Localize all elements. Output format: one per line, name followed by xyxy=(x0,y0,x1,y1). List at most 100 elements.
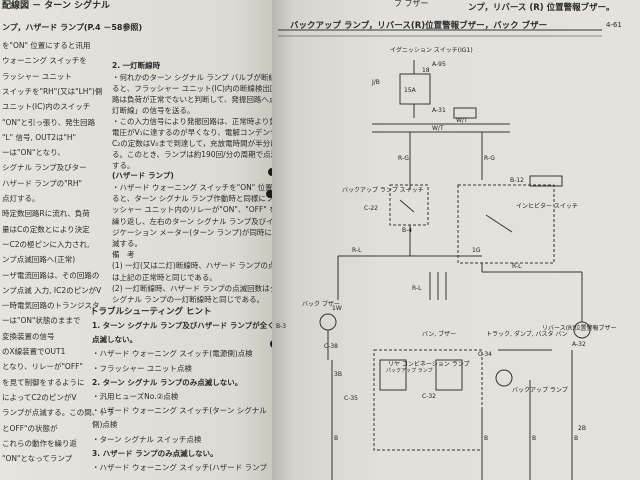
left-page: 配線図 － ターン シグナル ンプ，ハザード ランプ(P.4 －58参照) を"… xyxy=(0,0,276,480)
connector-b4: B-4 xyxy=(402,227,412,234)
hazard-line: 繰り返し、左右のターン シグナル ランプ及びイン xyxy=(112,216,276,226)
sec2-line: C₂の定数はV₀まで到達して，充放電時間が半分にな xyxy=(112,139,276,148)
wire-label: B xyxy=(574,435,578,442)
col1-line: ラッシャー ユニット xyxy=(2,71,80,81)
connector-a95: A-95 xyxy=(432,61,446,68)
wire-label: 1W xyxy=(332,305,342,312)
wire-label: B xyxy=(484,435,488,442)
connector-b3: B-3 xyxy=(276,323,286,330)
backup-lamp-switch-label: バックアップ ランプ スイッチ xyxy=(342,187,424,194)
col1-line: 時定数回路Rに流れ、負荷 xyxy=(2,209,90,219)
trouble-line: ・ターン シグナル スイッチ点検 xyxy=(92,434,202,444)
col1-line: 一時電気回路のトランジスタ xyxy=(2,301,100,311)
connector-c22: C-22 xyxy=(364,205,378,212)
trouble-line: 3. ハザード ランプのみ点滅しない。 xyxy=(92,448,218,458)
connector-a32: A-32 xyxy=(572,341,586,348)
col1-line: を"ON" 位置にすると讯用 xyxy=(2,41,91,50)
sec2-line: ・何れかのターン シグナル ランプ バルブが断線す xyxy=(112,73,276,82)
page-number: 4-61 xyxy=(606,21,622,29)
col1-line: "ON"となってランプ xyxy=(2,454,73,464)
connector-c34: C-34 xyxy=(478,351,492,358)
left-page-header: 配線図 － ターン シグナル xyxy=(2,1,110,11)
backup-lamp-label-2: バックアップ ランプ xyxy=(512,387,568,394)
connector-a31: A-31 xyxy=(432,107,446,114)
wire-label: W/T xyxy=(432,125,444,132)
col1-line: 量はCの定数とにより決定 xyxy=(2,224,90,234)
wire-label: R-G xyxy=(398,155,409,162)
trouble-line: ・ハザード ウォーニング スイッチ(電源側)点検 xyxy=(92,349,253,359)
sec2-line: ・この入力信号により発振回路は、正常時より負荷 xyxy=(112,117,276,126)
sec2-line: 灯断線」の信号を送る。 xyxy=(112,106,195,115)
sec2-line: 路は負荷が正常でないと判断して、発振回路へ点 xyxy=(112,95,276,104)
trouble-line: ・汎用ヒューズNo.②点検 xyxy=(92,392,179,401)
right-page-header-top: ブ ブザー xyxy=(394,0,429,8)
col1-line: ーは"ON"状態のままで xyxy=(2,316,81,326)
fuse-value: 15A xyxy=(404,87,417,94)
wire-label: 1G xyxy=(472,247,481,254)
wire-label: 3B xyxy=(334,371,342,378)
col1-line: スイッチを"RH"(又は"LH")側 xyxy=(2,86,103,96)
trouble-line: ・ハザード ウォーニング スイッチ(ターン シグナル xyxy=(92,406,267,416)
back-buzzer-label: バック ブザー xyxy=(302,300,340,308)
ignition-switch-label: イグニッション スイッチ(IG1) xyxy=(390,46,473,54)
junction-block-label: J/B xyxy=(371,79,380,86)
col1-line: ーザ電流回路は、その回路の xyxy=(2,270,100,280)
col1-line: "ON"と引っ張り、発生回路 xyxy=(2,117,96,127)
col1-line: となり、リレーが"OFF" xyxy=(2,362,83,372)
diagram-title: バックアップ ランプ，リバース(R)位置警報ブザー，バック ブザー xyxy=(290,21,548,31)
section-2-heading: 2. 一灯断線時 xyxy=(112,61,161,70)
trouble-line: 点滅しない。 xyxy=(92,335,137,345)
sec2-line: る。このとき、ランプは約190回/分の周期で点滅 xyxy=(112,150,276,159)
sec2-line: ると、フラッシャー ユニット(IC)内の断線検出回 xyxy=(112,84,276,93)
hazard-line: 滅する。 xyxy=(112,239,142,248)
left-page-subheader: ンプ，ハザード ランプ(P.4 －58参照) xyxy=(2,23,143,32)
binder-hole xyxy=(266,190,274,198)
trouble-line: 側)点検 xyxy=(92,420,118,430)
col1-line: ンプ点滅 入力, IC2のピンがV xyxy=(2,285,102,295)
hazard-line: ッシャー ユニット内のリレーが"ON"、"OFF" を xyxy=(112,205,276,215)
col1-line: これらの動作を繰り返 xyxy=(2,438,77,448)
troubleshooting-heading: トラブルシューティング ヒント xyxy=(90,307,212,317)
van-buzzer-label: バン, ブザー xyxy=(422,330,456,338)
col1-line: のX線装置でOUT1 xyxy=(2,347,66,356)
hazard-line: 備 考 xyxy=(112,250,135,260)
col1-line: を見て制御をするように xyxy=(2,377,85,387)
connector-c32: C-32 xyxy=(422,393,436,400)
col1-line: シグナル ランプ及びター xyxy=(2,163,87,173)
right-page-header: ンプ，リバース (R) 位置警報ブザー。 xyxy=(468,3,615,13)
hazard-heading: (ハザード ランプ) xyxy=(112,171,174,180)
col1-line: とOFF"の状態が xyxy=(2,423,58,433)
col1-line: によってC2のピンがV xyxy=(2,392,77,402)
col1-line: ユニット(IC)内のスイッチ xyxy=(2,102,91,112)
rear-combination-lamp-label: リヤ コンビネーション ランプ xyxy=(388,360,470,368)
reverse-buzzer-label: リバース(R)位置警報ブザー xyxy=(542,324,617,332)
wire-label: R-G xyxy=(484,155,495,162)
hazard-line: ると、ターン シグナル ランプ作動時と同様にフラ xyxy=(112,194,276,204)
backup-lamp-label: パックアップ ランプ xyxy=(386,368,432,374)
wire-label: R-L xyxy=(412,285,422,292)
col1-line: ーは"ON"となり、 xyxy=(2,148,65,158)
hazard-line: シグナル ランプの一灯断線時と同じである。 xyxy=(112,295,265,304)
hazard-line: は上記の正常時と同じである。 xyxy=(112,272,217,282)
wire-label: B xyxy=(334,435,338,442)
trouble-line: ・ハザード ウォーニング スイッチ(ハザード ランプ xyxy=(92,463,267,472)
col1-line: ンプ点滅回路へ(正常) xyxy=(2,255,76,265)
sec2-line: する。 xyxy=(112,161,135,170)
connector-c35: C-35 xyxy=(344,395,358,402)
col1-line: ーC2の極ピンに入力され, xyxy=(2,239,90,249)
wire-label: W/T xyxy=(456,117,468,124)
wire-label: R-L xyxy=(512,263,522,270)
hazard-line: ・ハザード ウォーニング スイッチを"ON" 位置にす xyxy=(112,183,276,192)
col1-line: 点灯する。 xyxy=(2,194,40,203)
wire-label: B xyxy=(532,435,536,442)
hazard-line: ジケーション メーター(ターン ランプ)が同時に点 xyxy=(112,227,276,237)
hazard-line: (2) 一灯断線時、ハザード ランプの点滅回数はターン xyxy=(112,283,276,293)
connector-b12: B-12 xyxy=(510,177,524,184)
hazard-line: (1) 一灯(又は二灯)断線時、ハザード ランプの点滅回数 xyxy=(112,261,276,271)
col1-line: ランプが点滅する。この間、トラ xyxy=(2,408,115,418)
col1-line: ハザード ランプの"RH" xyxy=(2,178,82,188)
inhibitor-switch-label: インヒビター スイッチ xyxy=(516,202,578,210)
wire-label: 2B xyxy=(578,425,586,432)
trouble-line: 2. ターン シグナル ランプのみ点滅しない。 xyxy=(92,377,243,387)
sec2-line: 電圧がV₁に達するのが早くなり、電解コンデンサー xyxy=(112,128,276,137)
